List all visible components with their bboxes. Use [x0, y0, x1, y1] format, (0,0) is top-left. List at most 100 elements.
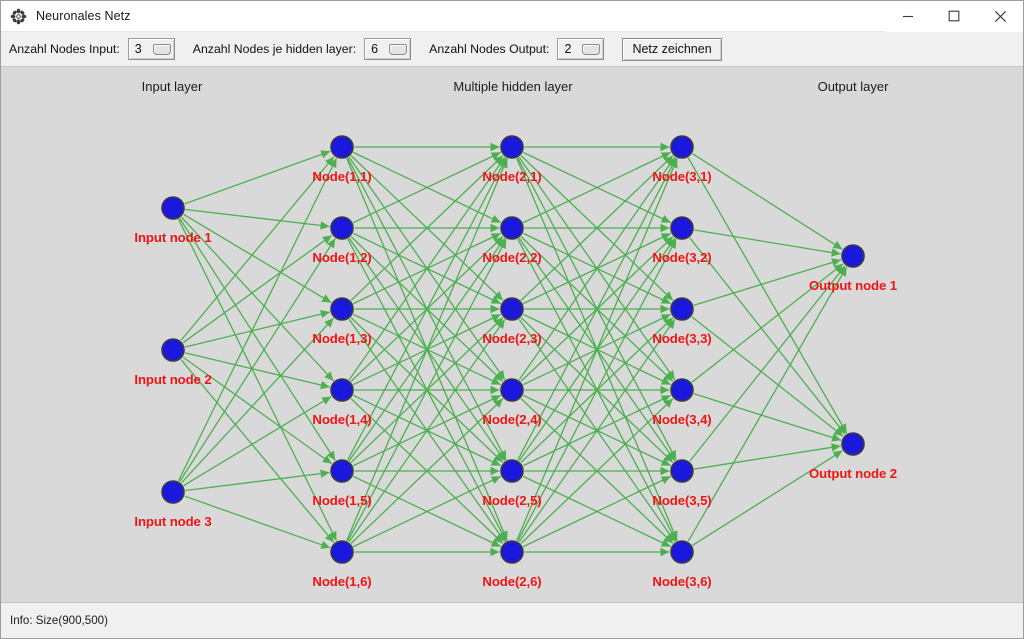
edge: [691, 316, 844, 437]
edge-arrowhead: [660, 538, 671, 547]
edge-arrowhead: [320, 309, 330, 319]
network-node[interactable]: [330, 378, 354, 402]
edge: [182, 234, 333, 344]
edge: [689, 265, 846, 462]
window-controls: [885, 1, 1023, 32]
edge-arrowhead: [660, 376, 671, 385]
node-label: Input node 1: [134, 230, 212, 245]
network-node[interactable]: [670, 297, 694, 321]
network-node[interactable]: [670, 540, 694, 564]
edge: [179, 218, 336, 461]
edge: [520, 155, 674, 301]
output-nodes-spinner-button[interactable]: [582, 43, 601, 55]
network-node[interactable]: [670, 459, 694, 483]
network-node[interactable]: [330, 459, 354, 483]
edge-arrowhead: [660, 395, 671, 404]
network-node[interactable]: [500, 378, 524, 402]
edge: [520, 398, 674, 544]
edge-arrowhead: [660, 385, 670, 395]
network-node[interactable]: [161, 338, 185, 362]
edge-arrowhead: [320, 380, 330, 390]
edge-arrowhead: [490, 152, 501, 161]
network-node[interactable]: [330, 135, 354, 159]
network-node[interactable]: [841, 432, 865, 456]
network-node[interactable]: [330, 297, 354, 321]
output-nodes-spinner[interactable]: 2: [557, 38, 605, 60]
edge-arrowhead: [660, 466, 670, 476]
edge-arrowhead: [836, 424, 846, 435]
edge-arrowhead: [666, 531, 675, 542]
window-title: Neuronales Netz: [36, 9, 131, 23]
edge-arrowhead: [660, 547, 670, 557]
node-label: Node(3,5): [652, 493, 712, 508]
close-icon: [994, 10, 1006, 22]
edge-arrowhead: [490, 233, 501, 242]
edge-arrowhead: [322, 455, 332, 464]
status-bar: Info: Size(900,500): [1, 602, 1023, 638]
network-node[interactable]: [161, 196, 185, 220]
close-button[interactable]: [977, 1, 1023, 32]
edge: [694, 229, 841, 255]
edge: [353, 151, 501, 224]
edge: [183, 395, 332, 487]
edge-arrowhead: [496, 369, 505, 380]
edge: [180, 359, 335, 543]
input-nodes-spinner-button[interactable]: [152, 43, 171, 55]
node-label: Node(1,5): [312, 493, 372, 508]
input-nodes-spinner[interactable]: 3: [127, 38, 175, 60]
network-node[interactable]: [670, 216, 694, 240]
edge: [692, 450, 843, 546]
node-label: Node(3,4): [652, 412, 712, 427]
draw-network-button[interactable]: Netz zeichnen: [622, 37, 722, 61]
edge-arrowhead: [660, 152, 671, 161]
network-node[interactable]: [500, 135, 524, 159]
network-node[interactable]: [670, 378, 694, 402]
hidden-nodes-spinner-button[interactable]: [389, 43, 408, 55]
edge: [516, 158, 678, 541]
edge-arrowhead: [668, 239, 677, 249]
network-node[interactable]: [500, 297, 524, 321]
network-node[interactable]: [670, 135, 694, 159]
edge-arrowhead: [322, 235, 332, 244]
edge-arrowhead: [490, 314, 501, 323]
node-label: Node(1,4): [312, 412, 372, 427]
edge: [177, 218, 338, 542]
node-label: Node(1,2): [312, 250, 372, 265]
network-node[interactable]: [330, 216, 354, 240]
edge: [694, 445, 841, 470]
edge-arrowhead: [831, 433, 842, 442]
network-node[interactable]: [330, 540, 354, 564]
hidden-nodes-spinner[interactable]: 6: [364, 38, 412, 60]
edge-arrowhead: [490, 295, 501, 304]
edge-arrowhead: [490, 376, 501, 385]
edge-arrowhead: [490, 476, 501, 485]
edge-arrowhead: [660, 214, 671, 223]
network-node[interactable]: [841, 244, 865, 268]
network-node[interactable]: [500, 459, 524, 483]
edge-arrowhead: [838, 266, 847, 277]
network-node[interactable]: [500, 540, 524, 564]
edge: [347, 157, 507, 461]
edge-arrowhead: [493, 155, 503, 165]
input-nodes-label: Anzahl Nodes Input:: [9, 42, 120, 56]
node-label: Node(1,1): [312, 169, 372, 184]
edge-arrowhead: [660, 295, 671, 304]
edge: [517, 238, 677, 542]
maximize-button[interactable]: [931, 1, 977, 32]
network-node[interactable]: [500, 216, 524, 240]
network-node[interactable]: [161, 480, 185, 504]
edge-arrowhead: [493, 236, 503, 246]
edge: [350, 155, 504, 301]
edge-arrowhead: [666, 369, 675, 380]
edge-arrowhead: [831, 258, 842, 267]
layer-heading-0: Input layer: [141, 79, 203, 94]
edge-arrowhead: [663, 534, 673, 544]
edge-arrowhead: [666, 319, 675, 330]
edge-arrowhead: [663, 155, 673, 165]
edge: [353, 475, 501, 548]
edge-arrowhead: [493, 453, 503, 463]
node-label: Output node 2: [808, 466, 898, 481]
edge: [184, 311, 331, 348]
minimize-button[interactable]: [885, 1, 931, 32]
edge: [518, 156, 676, 381]
